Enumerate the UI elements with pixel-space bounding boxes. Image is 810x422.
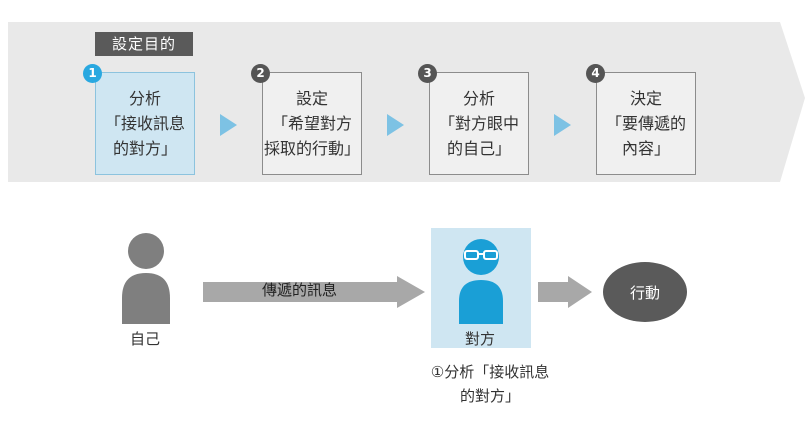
purpose-tag: 設定目的 bbox=[95, 32, 193, 56]
action-arrow-icon bbox=[538, 276, 592, 308]
step-4-number-badge: 4 bbox=[586, 64, 605, 83]
step-4-box: 決定 「要傳遞的 內容」 bbox=[596, 72, 696, 175]
step-1-box: 分析 「接收訊息 的對方」 bbox=[95, 72, 195, 175]
message-arrow-icon bbox=[203, 276, 425, 308]
step-2-box: 設定 「希望對方 採取的行動」 bbox=[262, 72, 362, 175]
step-arrow-2-icon bbox=[387, 114, 404, 136]
sender-label: 自己 bbox=[130, 330, 161, 348]
step-3-label: 分析 「對方眼中 的自己」 bbox=[438, 89, 519, 158]
step-3-box: 分析 「對方眼中 的自己」 bbox=[429, 72, 529, 175]
message-label: 傳遞的訊息 bbox=[262, 281, 338, 299]
step-3-number-badge: 3 bbox=[418, 64, 437, 83]
receiver-note: ①分析「接收訊息 的對方」 bbox=[430, 363, 550, 405]
step-1-number-badge: 1 bbox=[83, 64, 102, 83]
step-arrow-1-icon bbox=[220, 114, 237, 136]
step-1-label: 分析 「接收訊息 的對方」 bbox=[104, 89, 185, 158]
step-2-label: 設定 「希望對方 採取的行動」 bbox=[263, 89, 360, 158]
action-label: 行動 bbox=[629, 283, 660, 302]
receiver-label: 對方 bbox=[465, 330, 496, 348]
step-2-number-badge: 2 bbox=[251, 64, 270, 83]
step-4-label: 決定 「要傳遞的 內容」 bbox=[605, 89, 686, 158]
action-circle: 行動 bbox=[603, 262, 687, 322]
receiver-person-icon bbox=[459, 239, 503, 324]
sender-person-icon bbox=[122, 233, 170, 324]
step-arrow-3-icon bbox=[554, 114, 571, 136]
